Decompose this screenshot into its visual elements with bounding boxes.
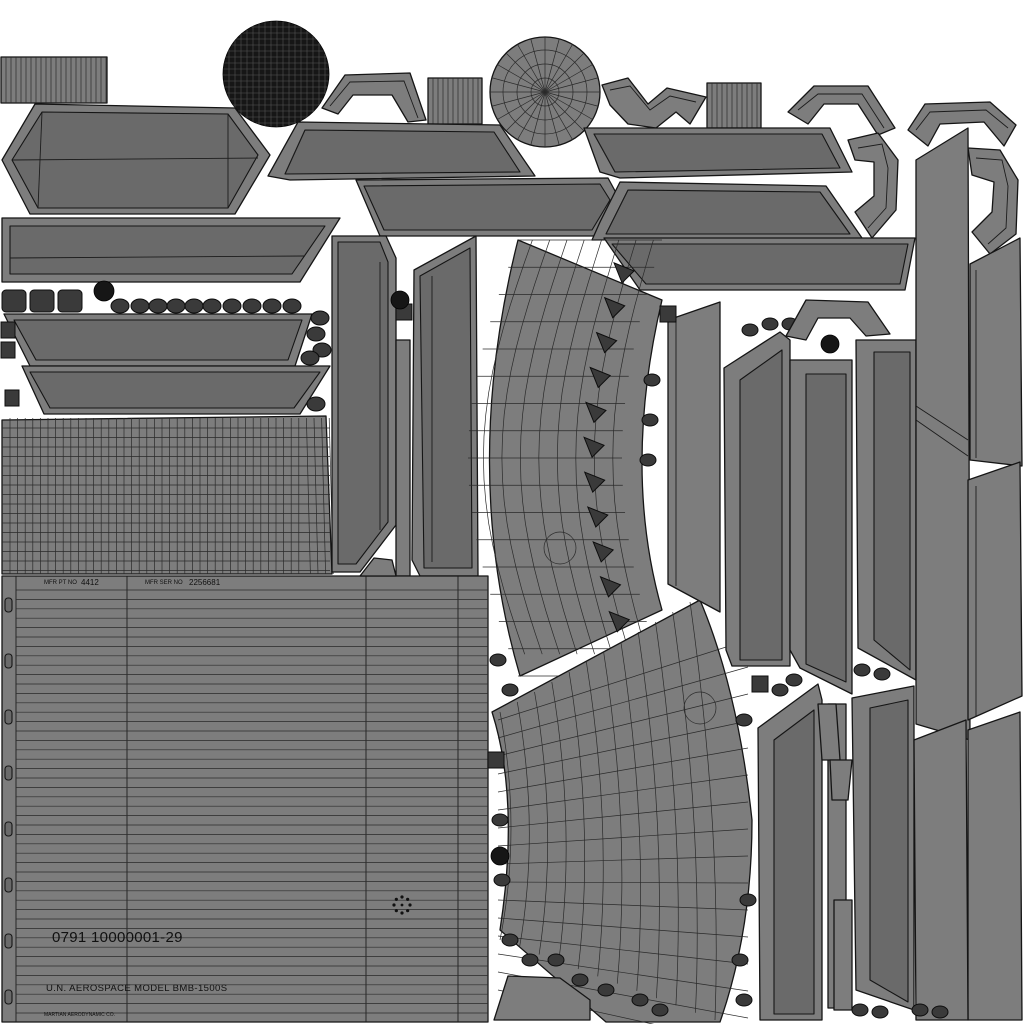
right-strip-6 <box>967 237 1023 1021</box>
tall-box-1 <box>331 235 397 573</box>
mesh-disk-left <box>222 20 330 128</box>
ribbed-block-right <box>706 82 762 129</box>
beveled-panel-8 <box>3 313 313 367</box>
beveled-panel-5 <box>591 181 863 241</box>
radial-disk-center <box>489 36 601 148</box>
serial-number-decal: 0791 10000001-29 <box>52 929 183 946</box>
right-strip-8 <box>851 685 915 1011</box>
right-strip-4 <box>855 339 917 681</box>
right-strip-9 <box>913 719 969 1021</box>
mfr-pt-no-label: MFR PT NO <box>44 580 77 586</box>
right-strip-2 <box>723 331 791 667</box>
bracket-piece-5 <box>847 132 899 239</box>
beveled-panel-2 <box>267 121 536 181</box>
beveled-panel-3 <box>583 127 853 179</box>
beveled-panel-7 <box>1 217 341 283</box>
tall-box-2 <box>395 339 411 577</box>
ribbed-block-top-left <box>0 56 108 104</box>
mfr-pt-no-value: 4412 <box>81 578 99 587</box>
right-strip-7 <box>757 683 823 1021</box>
grid-panel-left <box>1 415 334 575</box>
bracket-piece-1 <box>321 72 427 123</box>
mfr-ser-no-value: 2256681 <box>189 578 221 587</box>
main-fuselage-panel <box>1 575 489 1023</box>
right-strip-1 <box>667 301 721 613</box>
maker-line-decal: MARTIAN AERODYNAMIC CO. <box>44 1012 116 1018</box>
bracket-piece-4 <box>907 101 1017 147</box>
ribbed-block-center <box>427 77 483 125</box>
beveled-panel-4 <box>355 177 621 237</box>
beveled-panel-1 <box>1 103 271 215</box>
right-strip-3 <box>789 359 853 695</box>
beveled-panel-9 <box>21 365 331 415</box>
bracket-piece-2 <box>601 77 707 129</box>
curved-panel-upper <box>468 239 663 677</box>
model-line-decal: U.N. AEROSPACE MODEL BMB-1500S <box>46 983 228 994</box>
detail-parts <box>359 290 949 1021</box>
small-parts-row <box>0 280 332 412</box>
mfr-ser-no-label: MFR SER NO <box>145 580 183 586</box>
right-strip-5 <box>915 127 971 741</box>
tall-box-3 <box>411 235 479 577</box>
bracket-piece-6 <box>967 147 1019 255</box>
rivet-circle-marker <box>392 895 412 915</box>
curved-panel-lower <box>491 599 753 1024</box>
beveled-panel-6 <box>603 237 916 291</box>
